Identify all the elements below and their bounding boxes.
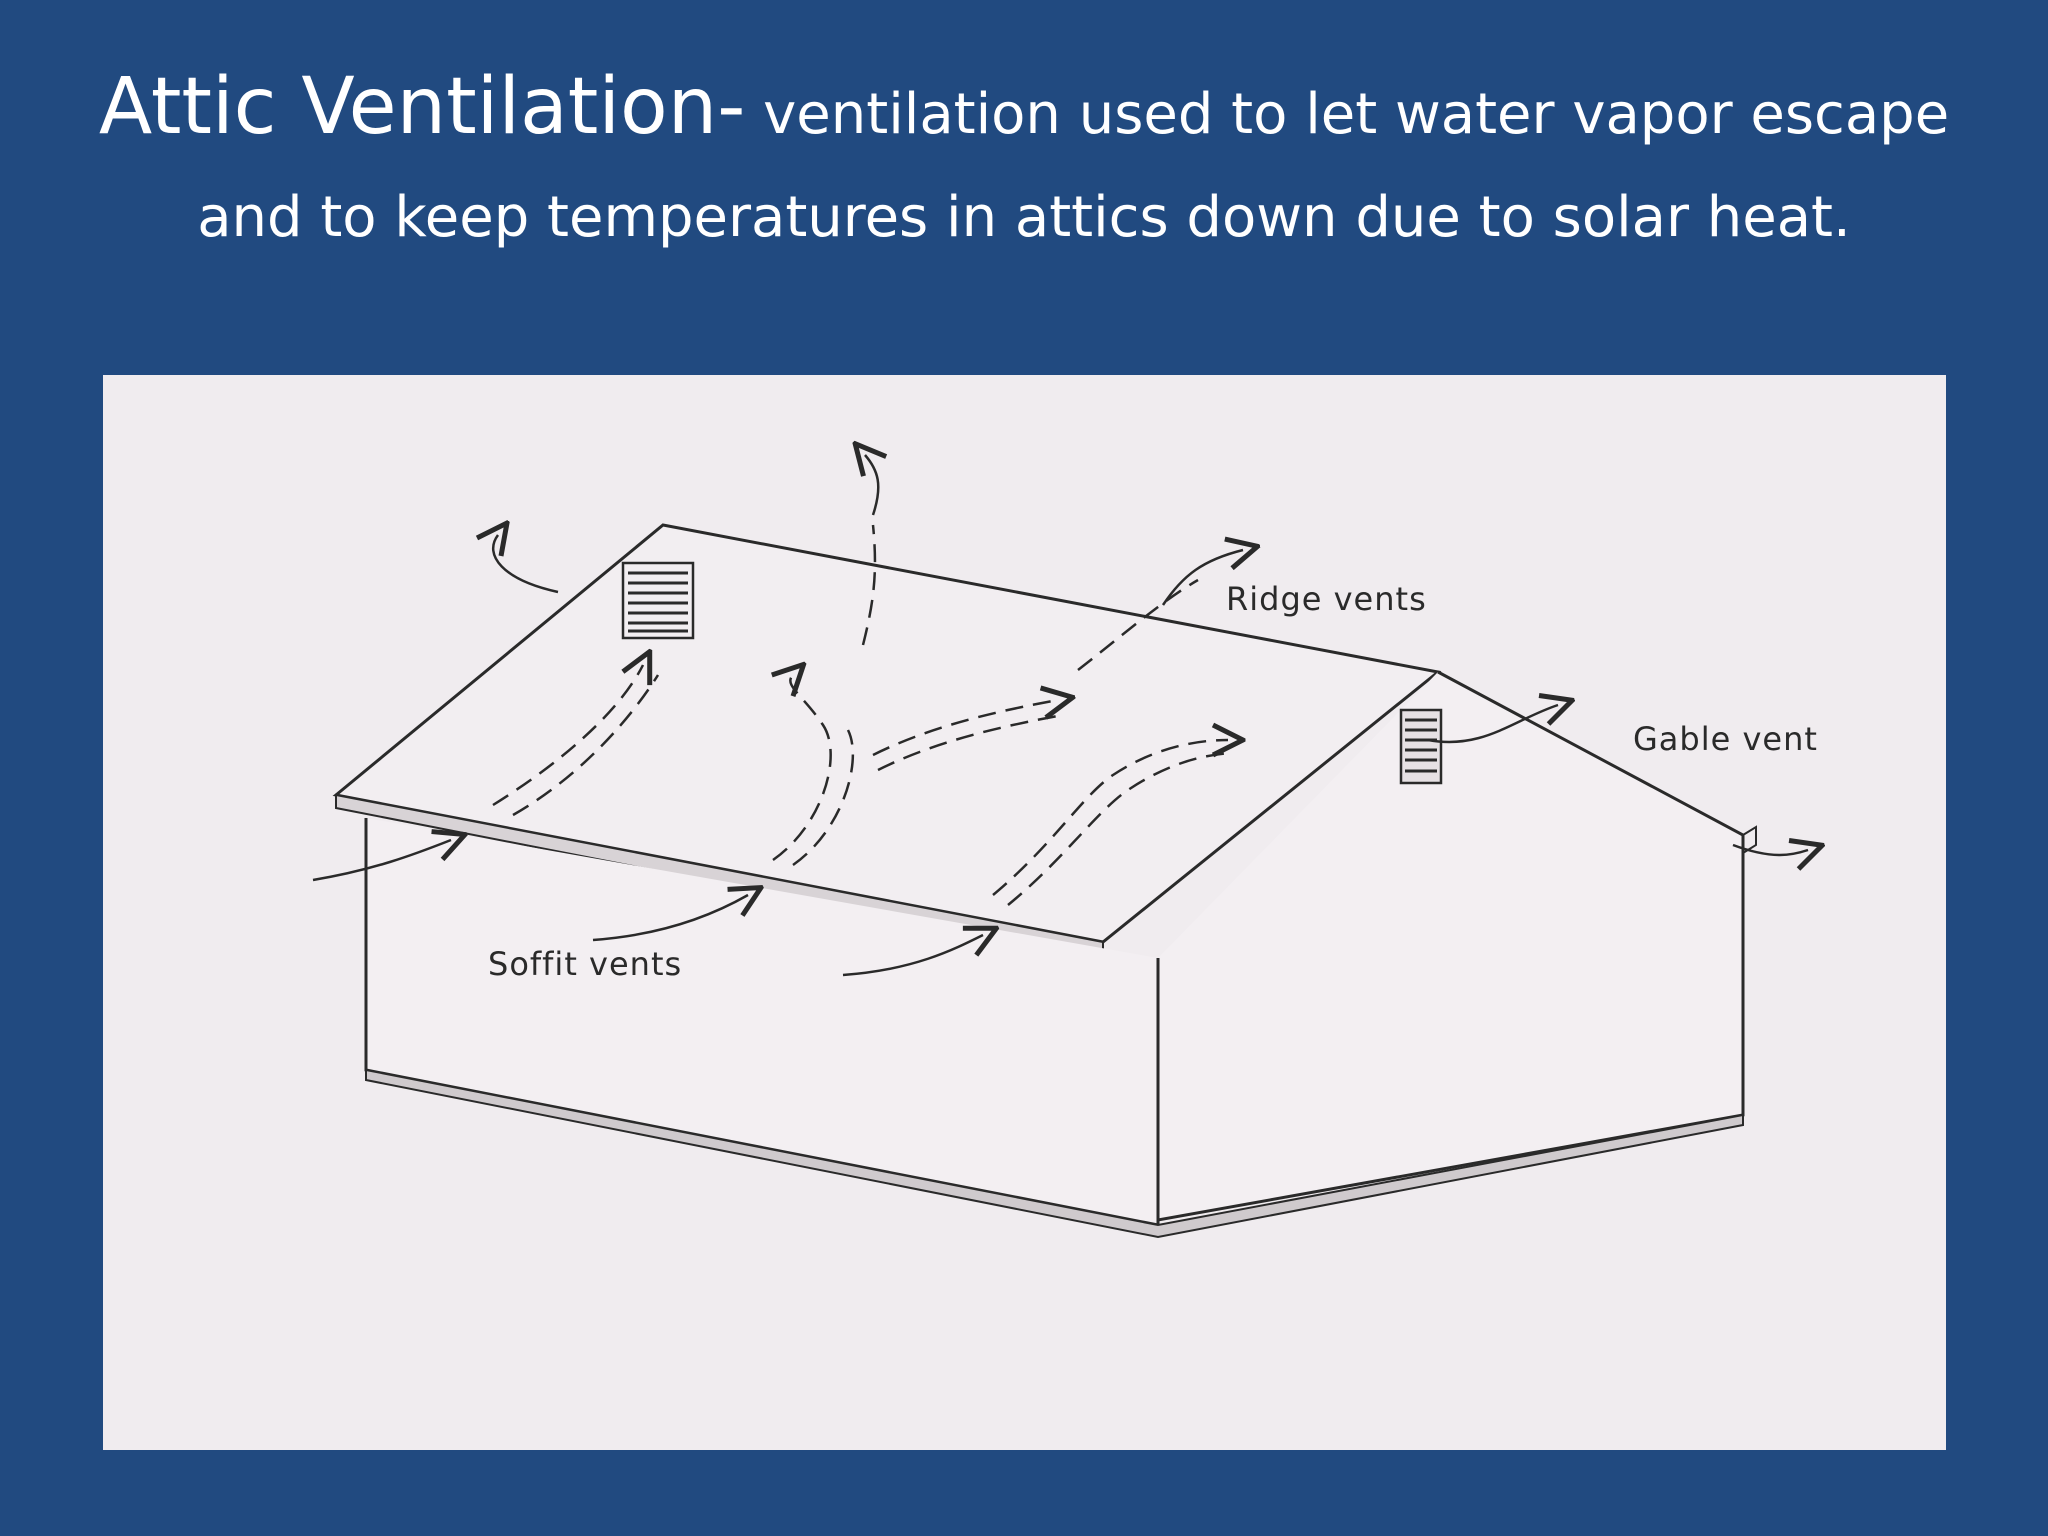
slide-title: Attic Ventilation- ventilation used to l… xyxy=(60,62,1988,276)
exhaust-arrow-top xyxy=(865,455,878,516)
gable-louver-vent xyxy=(1399,708,1443,785)
label-gable-vent: Gable vent xyxy=(1633,720,1818,758)
airflow-path-left xyxy=(492,665,643,807)
foundation xyxy=(365,1068,1744,1239)
house-sketch: Ridge vents Gable vent Soffit vents xyxy=(312,375,1946,1239)
label-soffit-vents: Soffit vents xyxy=(488,945,682,983)
title-term: Attic Ventilation- xyxy=(98,62,746,152)
airflow-path-branch xyxy=(872,700,1058,757)
airflow-path-center-2 xyxy=(792,729,855,867)
gable-exhaust-arrow xyxy=(1427,705,1558,744)
intake-arrow-2 xyxy=(592,895,748,942)
airflow-path-top xyxy=(861,524,877,646)
attic-ventilation-diagram: Ridge vents Gable vent Soffit vents xyxy=(103,375,1946,1450)
airflow-path-left-2 xyxy=(512,674,660,817)
airflow-path-center xyxy=(773,675,832,862)
exhaust-arrow-left xyxy=(493,535,559,594)
intake-arrow-1 xyxy=(312,840,451,882)
gable-side-arrow xyxy=(1732,845,1808,855)
intake-arrows xyxy=(312,840,983,977)
exhaust-arrow-ridge xyxy=(1161,550,1243,606)
airflow-path-right-2 xyxy=(1007,751,1234,906)
roof-louver-vent xyxy=(621,561,695,640)
airflow-path-branch-2 xyxy=(877,713,1064,772)
label-ridge-vents: Ridge vents xyxy=(1226,580,1427,618)
exhaust-arrows xyxy=(493,455,1808,855)
airflow-paths xyxy=(492,524,1234,906)
intake-arrow-3 xyxy=(842,935,983,977)
gable-overhang xyxy=(1742,825,1757,854)
airflow-path-right xyxy=(992,740,1228,896)
title-definition: ventilation used to let water vapor esca… xyxy=(197,82,1950,250)
